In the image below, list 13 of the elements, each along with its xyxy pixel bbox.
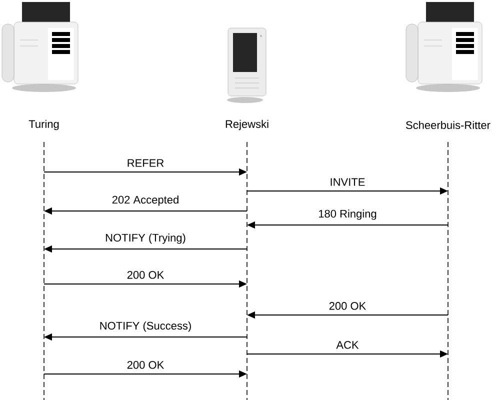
message-label: 200 OK <box>127 271 164 279</box>
message-label: 200 OK <box>127 361 164 369</box>
message-label: NOTIFY (Trying) <box>106 234 186 244</box>
participant-name: Scheerbuis-Ritter <box>406 120 490 130</box>
message-label: ACK <box>336 341 359 349</box>
message-label: 202 Accepted <box>112 196 178 206</box>
participant-name: Rejewski <box>226 120 268 130</box>
message-label: INVITE <box>330 178 365 186</box>
message-label: NOTIFY (Success) <box>100 322 191 332</box>
message-label: 180 Ringing <box>318 210 376 220</box>
participant-name: Turing <box>28 120 59 130</box>
message-label: REFER <box>128 159 164 167</box>
message-label: 200 OK <box>329 302 366 310</box>
